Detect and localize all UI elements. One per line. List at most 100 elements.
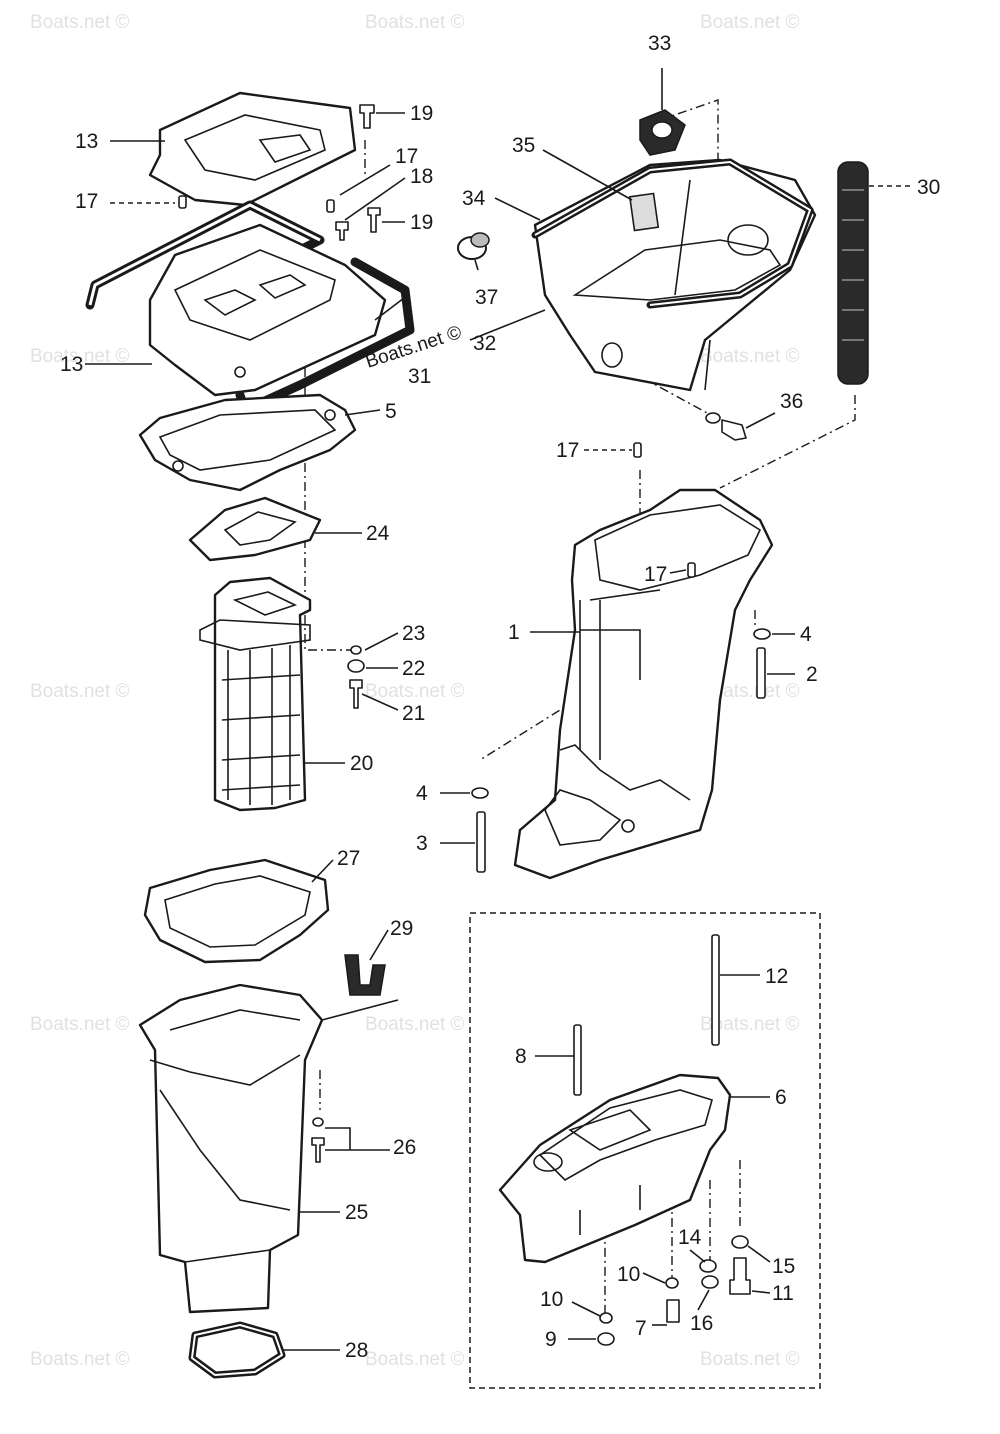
- bottom-cowl-32: [531, 158, 817, 392]
- exhaust-tube-20: [199, 576, 312, 812]
- nut-9: [597, 1332, 615, 1346]
- bolt-19: [359, 104, 375, 129]
- watermark: Boats.net ©: [365, 1349, 465, 1370]
- callout-8: 8: [515, 1045, 527, 1068]
- callout-31: 31: [408, 365, 431, 388]
- callout-16: 13: [75, 130, 98, 153]
- gasket-24: [188, 496, 322, 562]
- dowel-17: [178, 195, 187, 209]
- adapter-plate-16: [148, 91, 357, 207]
- washer-13: [731, 1235, 749, 1249]
- grommet-33: [639, 109, 686, 156]
- inset-box: [469, 912, 821, 1389]
- stud-8: [573, 1024, 582, 1096]
- plug-37: [457, 232, 490, 260]
- bolt-19: [367, 207, 381, 233]
- washer-13: [699, 1259, 717, 1273]
- callout-5: 5: [385, 400, 397, 423]
- leader-lines: [85, 68, 910, 1351]
- callout-3: 3: [416, 832, 428, 855]
- washer-10: [665, 1277, 679, 1289]
- dowel-17: [687, 562, 696, 578]
- callout-18: 18: [410, 165, 433, 188]
- bolt-26: [311, 1137, 325, 1163]
- washer-4: [471, 787, 489, 799]
- callout-15: 13: [60, 353, 83, 376]
- watermark: Boats.net ©: [30, 681, 130, 702]
- dowel-17: [326, 199, 335, 213]
- callout-35: 35: [512, 134, 535, 157]
- callout-10: 10: [540, 1288, 563, 1311]
- driveshaft-housing-1: [513, 488, 774, 880]
- fasteners: [178, 104, 771, 1346]
- callout-37: 37: [475, 286, 498, 309]
- exhaust-housing-25: [138, 983, 324, 1314]
- pad-35: [628, 192, 660, 232]
- callout-1: 1: [508, 621, 520, 644]
- gasket-5: [138, 393, 357, 492]
- callout-13: 15: [772, 1255, 795, 1278]
- watermark: Boats.net ©: [365, 1014, 465, 1035]
- callout-4: 4: [800, 623, 812, 646]
- callout-17: 17: [395, 145, 418, 168]
- stud-12: [711, 934, 720, 1046]
- callout-34: 34: [462, 187, 486, 210]
- callout-19: 19: [410, 211, 433, 234]
- adapter-15: [148, 223, 387, 397]
- watermark: Boats.net ©: [30, 1014, 130, 1035]
- callout-17: 17: [556, 439, 579, 462]
- dowel-17: [633, 442, 642, 458]
- clip-29: [344, 954, 386, 996]
- callout-33: 33: [648, 32, 671, 55]
- callout-labels: 13 17 17 18 19 19 13 5 24 23 22 21 20 27…: [60, 32, 940, 1362]
- callout-19: 19: [410, 102, 433, 125]
- callout-28: 28: [345, 1339, 368, 1362]
- washer-23: [350, 645, 362, 655]
- callout-30: 30: [917, 176, 940, 199]
- watermark: Boats.net ©: [700, 681, 800, 702]
- callout-36: 36: [780, 390, 803, 413]
- watermark: Boats.net ©: [700, 1014, 800, 1035]
- callout-21: 21: [402, 702, 425, 725]
- watermark: Boats.net ©: [700, 12, 800, 33]
- callout-29: 29: [390, 917, 413, 940]
- screw-36: [705, 412, 747, 441]
- bolt-21: [349, 679, 363, 709]
- watermark: Boats.net ©: [30, 1349, 130, 1370]
- lower-housing-6: [498, 1073, 732, 1264]
- washer-10: [599, 1312, 613, 1324]
- washer-22: [347, 659, 365, 673]
- o-ring-28: [188, 1321, 286, 1379]
- callout-11: 11: [772, 1282, 794, 1305]
- callout-17: 17: [75, 190, 98, 213]
- callout-20: 20: [350, 752, 373, 775]
- watermark: Boats.net ©: [30, 346, 130, 367]
- stud-3: [476, 811, 486, 873]
- callout-26: 26: [393, 1136, 416, 1159]
- callout-17: 17: [644, 563, 667, 586]
- watermark: Boats.net ©: [365, 681, 465, 702]
- watermark: Boats.net ©: [30, 12, 130, 33]
- watermark: Boats.net ©: [365, 12, 465, 33]
- washer-4: [753, 628, 771, 640]
- callout-12: 12: [765, 965, 788, 988]
- callout-24: 24: [366, 522, 390, 545]
- callout-23: 23: [402, 622, 425, 645]
- callout-4: 4: [416, 782, 428, 805]
- washer-14: [701, 1275, 719, 1289]
- bolt-2: [756, 647, 766, 699]
- callout-13: 14: [678, 1226, 702, 1249]
- callout-32: 32: [473, 332, 496, 355]
- callout-25: 25: [345, 1201, 368, 1224]
- gasket-27: [143, 858, 330, 964]
- callout-27: 27: [337, 847, 360, 870]
- callout-2: 2: [806, 663, 818, 686]
- callout-9: 9: [545, 1328, 557, 1351]
- callout-14: 16: [690, 1312, 713, 1335]
- hose-30: [837, 161, 869, 385]
- callout-22: 22: [402, 657, 425, 680]
- washer-26: [312, 1117, 324, 1127]
- bolt-7: [666, 1299, 680, 1323]
